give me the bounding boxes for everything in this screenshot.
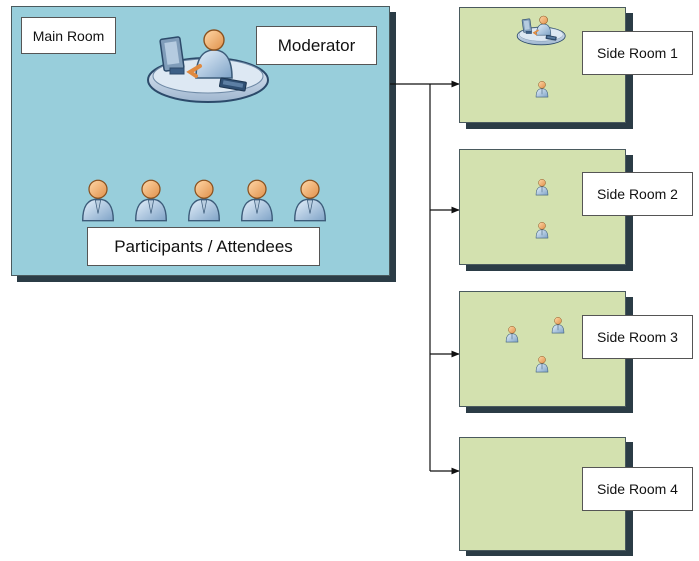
person-icon xyxy=(551,316,565,334)
side-room-label: Side Room 1 xyxy=(582,31,693,75)
person-icon xyxy=(535,178,549,196)
person-icon xyxy=(535,355,549,373)
side-room-label: Side Room 3 xyxy=(582,315,693,359)
person-icon xyxy=(535,80,549,98)
side-room-label: Side Room 2 xyxy=(582,172,693,216)
side-room-label: Side Room 4 xyxy=(582,467,693,511)
main-room-title: Main Room xyxy=(21,17,116,54)
moderator-label: Moderator xyxy=(256,26,377,65)
person-icon xyxy=(535,221,549,239)
participants-label: Participants / Attendees xyxy=(87,227,320,266)
moderator-desk-icon xyxy=(514,12,566,48)
person-icon xyxy=(505,325,519,343)
